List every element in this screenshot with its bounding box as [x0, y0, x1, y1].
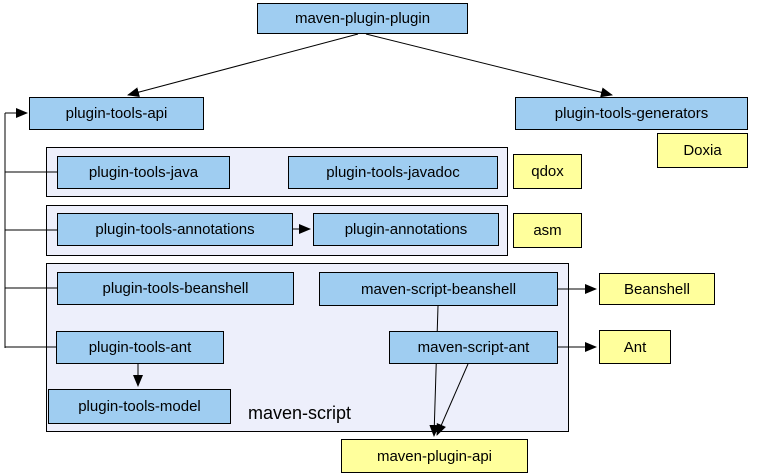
node-qdox: qdox [513, 154, 582, 189]
node-maven-script-ant: maven-script-ant [389, 331, 558, 364]
node-asm: asm [513, 213, 582, 248]
edge-maven-plugin-plugin-to-plugin-tools-api [127, 33, 359, 98]
node-maven-plugin-api: maven-plugin-api [341, 439, 528, 473]
node-ant: Ant [599, 330, 671, 364]
node-maven-plugin-plugin: maven-plugin-plugin [257, 3, 468, 34]
node-plugin-tools-generators: plugin-tools-generators [515, 97, 748, 130]
node-maven-script-beanshell: maven-script-beanshell [319, 272, 558, 306]
node-doxia: Doxia [657, 133, 748, 168]
node-beanshell: Beanshell [599, 273, 715, 305]
node-plugin-tools-ant: plugin-tools-ant [56, 331, 224, 364]
node-plugin-tools-beanshell: plugin-tools-beanshell [57, 272, 294, 305]
node-plugin-tools-model: plugin-tools-model [48, 389, 231, 424]
node-plugin-tools-annotations: plugin-tools-annotations [57, 213, 293, 246]
node-plugin-tools-java: plugin-tools-java [57, 156, 230, 189]
node-plugin-tools-javadoc: plugin-tools-javadoc [288, 156, 498, 189]
edge-maven-plugin-plugin-to-plugin-tools-generators [365, 33, 613, 98]
node-plugin-tools-api: plugin-tools-api [29, 97, 204, 130]
node-plugin-annotations: plugin-annotations [313, 213, 499, 246]
group-maven-script-label: maven-script [248, 403, 352, 423]
